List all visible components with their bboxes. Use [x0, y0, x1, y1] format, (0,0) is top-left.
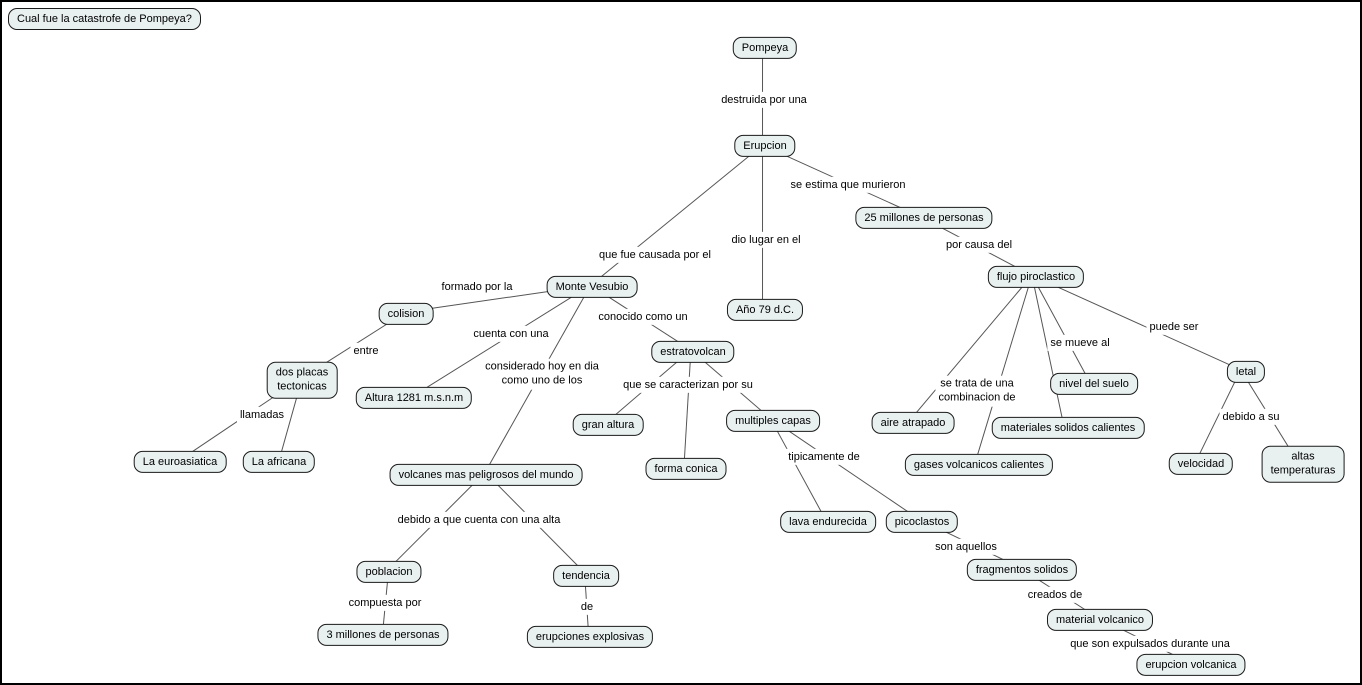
edge-line	[1195, 369, 1242, 462]
concept-node-forma-conica[interactable]: forma conica	[645, 457, 727, 481]
concept-node-aire-atrapado[interactable]: aire atrapado	[871, 411, 955, 435]
concept-node-letal[interactable]: letal	[1226, 360, 1266, 384]
link-phrase[interactable]: entre	[350, 342, 382, 360]
concept-node-tres-millones[interactable]: 3 millones de personas	[317, 623, 449, 647]
link-phrase[interactable]: conocido como un	[595, 308, 691, 326]
edge-line	[770, 418, 919, 520]
link-phrase[interactable]: puede ser	[1146, 318, 1202, 336]
link-phrase[interactable]: que se caracterizan por su	[620, 376, 756, 394]
concept-node-multiples-capas[interactable]: multiples capas	[726, 409, 820, 433]
link-phrase[interactable]: formado por la	[438, 278, 516, 296]
concept-node-colision[interactable]: colision	[378, 302, 434, 326]
link-phrase[interactable]: creados de	[1024, 586, 1086, 604]
concept-node-dos-placas[interactable]: dos placas tectonicas	[266, 361, 338, 399]
link-phrase[interactable]: debido a que cuenta con una alta	[394, 511, 564, 529]
link-phrase[interactable]: de	[577, 598, 597, 616]
edge-line	[1031, 274, 1241, 371]
link-phrase[interactable]: que fue causada por el	[596, 246, 714, 264]
concept-node-erupciones-explosivas[interactable]: erupciones explosivas	[526, 625, 654, 649]
concept-node-materiales-solidos[interactable]: materiales solidos calientes	[991, 416, 1145, 440]
link-phrase[interactable]: compuesta por	[345, 594, 425, 612]
edge-line	[683, 349, 692, 467]
edge-line	[590, 144, 763, 286]
concept-node-lava-endurecida[interactable]: lava endurecida	[780, 510, 876, 534]
concept-node-nivel-suelo[interactable]: nivel del suelo	[1050, 372, 1138, 396]
edge-line	[1031, 275, 1091, 383]
link-phrase[interactable]: considerado hoy en dia como uno de los	[482, 358, 602, 390]
concept-node-fragmentos-solidos[interactable]: fragmentos solidos	[966, 558, 1078, 582]
link-phrase[interactable]: se trata de una combinacion de	[935, 375, 1019, 407]
concept-node-pompeya[interactable]: Pompeya	[732, 36, 798, 60]
concept-node-volcanes-peligrosos[interactable]: volcanes mas peligrosos del mundo	[389, 463, 583, 487]
concept-node-monte-vesubio[interactable]: Monte Vesubio	[546, 275, 638, 299]
concept-node-millones25[interactable]: 25 millones de personas	[855, 206, 993, 230]
concept-node-africana[interactable]: La africana	[242, 450, 316, 474]
link-phrase[interactable]: llamadas	[236, 406, 288, 424]
link-phrase[interactable]: debido a su	[1219, 408, 1283, 426]
concept-node-euroasiatica[interactable]: La euroasiatica	[133, 450, 227, 474]
concept-node-estratovolcan[interactable]: estratovolcan	[651, 340, 735, 364]
concept-node-altura[interactable]: Altura 1281 m.s.n.m	[355, 386, 473, 410]
link-phrase[interactable]: que son expulsados durante una	[1067, 635, 1233, 653]
link-phrase[interactable]: se estima que murieron	[787, 176, 909, 194]
concept-node-flujo-piroclastico[interactable]: flujo piroclastico	[987, 265, 1085, 289]
link-phrase[interactable]: son aquellos	[932, 538, 1000, 556]
concept-node-tendencia[interactable]: tendencia	[553, 564, 619, 588]
link-phrase[interactable]: cuenta con una	[470, 325, 552, 343]
concept-node-gran-altura[interactable]: gran altura	[572, 413, 644, 437]
focus-question-node[interactable]: Cual fue la catastrofe de Pompeya?	[8, 8, 201, 31]
concept-node-ano79[interactable]: Año 79 d.C.	[726, 298, 804, 322]
concept-node-material-volcanico[interactable]: material volcanico	[1046, 608, 1154, 632]
edge-line	[909, 275, 1033, 421]
concept-node-erupcion[interactable]: Erupcion	[734, 134, 796, 158]
concept-node-erupcion-volcanica[interactable]: erupcion volcanica	[1136, 653, 1246, 677]
edge-line	[974, 275, 1033, 463]
concept-node-picoclastos[interactable]: picoclastos	[885, 510, 959, 534]
link-phrase[interactable]: dio lugar en el	[728, 231, 804, 249]
concept-node-gases-volcanicos[interactable]: gases volcanicos calientes	[904, 453, 1054, 477]
link-phrase[interactable]: tipicamente de	[785, 448, 863, 466]
edge-line	[770, 418, 826, 520]
link-phrase[interactable]: se mueve al	[1047, 334, 1113, 352]
link-phrase[interactable]: destruida por una	[718, 91, 810, 109]
concept-node-altas-temperaturas[interactable]: altas temperaturas	[1261, 445, 1345, 483]
link-phrase[interactable]: por causa del	[942, 236, 1016, 254]
concept-node-velocidad[interactable]: velocidad	[1168, 452, 1234, 476]
concept-node-poblacion[interactable]: poblacion	[356, 560, 422, 584]
